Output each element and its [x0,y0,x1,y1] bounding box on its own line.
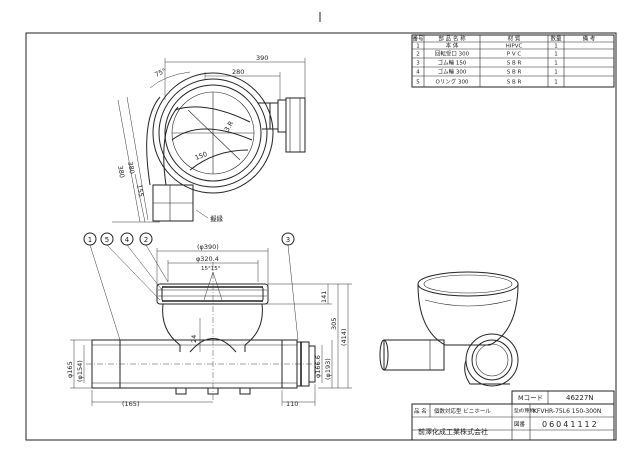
dim-165: (165) [122,400,139,408]
r-label: 3.R [223,119,236,133]
svg-text:HIPVC: HIPVC [506,44,523,50]
table-row: 4 ゴム輪 300 S B R 1 [416,68,558,76]
dim-phi165: φ165 [66,361,74,378]
drawing-frame [25,32,617,441]
drawing-label: 図番 [514,421,526,428]
svg-text:5: 5 [416,80,420,86]
svg-text:S B R: S B R [507,61,522,67]
name-value: 個数対応型 ビニホール [434,407,491,415]
svg-text:1: 1 [554,44,558,50]
dim-390: 390 [256,54,268,62]
code-label: Mコード [518,394,543,402]
perspective-view [379,271,519,387]
svg-text:1: 1 [554,80,558,86]
svg-text:回転受口 300: 回転受口 300 [435,50,470,58]
svg-text:5: 5 [105,236,109,244]
title-block: Mコード 46227N 品 名 個数対応型 ビニホール 型式(種類) KFVHR… [411,390,615,441]
dim-305: 305 [330,318,338,330]
svg-text:1: 1 [554,61,558,67]
name-label: 品 名 [414,407,427,415]
dim-phi193: (φ193) [324,358,332,380]
dim-phi154: (φ154) [76,360,84,382]
svg-text:1: 1 [554,70,558,76]
svg-text:2: 2 [416,52,420,58]
plan-view: 3.R 150 390 280 75° 380 38 [112,54,306,223]
svg-text:4: 4 [416,70,420,76]
table-header-material: 材 質 [508,35,521,43]
dim-280: 280 [232,68,244,76]
table-row: 5 Oリング 300 S B R 1 [416,78,558,86]
svg-text:S B R: S B R [507,80,522,86]
table-header-qty: 数量 [550,35,562,43]
svg-text:2: 2 [144,236,148,244]
balloon: 2 [139,232,153,246]
model-value: KFVHR-75L6 150-300N [533,408,601,415]
dim-phi320: φ320.4 [196,255,219,263]
dim-phi390: (φ390) [197,243,219,251]
dim-155: 155 [135,184,145,198]
bracket-label: 擬縁 [210,214,224,223]
angle-15-15: 15°15° [201,266,221,272]
table-row: 1 本 体 HIPVC 1 [416,42,558,50]
svg-text:1: 1 [88,236,92,244]
table-row: 3 ゴム輪 150 S B R 1 [416,59,558,67]
table-row: 2 回転受口 300 P V C 1 [416,50,558,58]
dim-phi166: φ166.6 [314,355,322,378]
table-header-remarks: 備 考 [583,35,596,43]
dim-414: (414) [340,329,348,346]
company-name: 前澤化成工業株式会社 [418,427,488,436]
parts-table: 番号 部 品 名 称 材 質 数量 備 考 1 本 体 HIPVC 1 2 回転… [411,34,615,88]
svg-text:1: 1 [416,44,420,50]
svg-text:Oリング 300: Oリング 300 [435,78,469,86]
svg-text:本 体: 本 体 [446,42,459,50]
dim-380-a: 380 [116,165,126,179]
svg-text:3: 3 [416,61,420,67]
svg-text:4: 4 [125,236,130,244]
svg-text:1: 1 [554,52,558,58]
section-view: 1 5 4 2 3 (φ390) φ320.4 1 [66,232,352,408]
svg-text:ゴム輪 300: ゴム輪 300 [438,68,467,76]
table-header-name: 部 品 名 称 [438,35,466,43]
dim-110: 110 [286,400,298,408]
dim-150-plan: 150 [194,150,208,162]
svg-text:P V C: P V C [507,52,522,58]
model-label: 型式(種類) [514,407,536,414]
svg-text:ゴム輪 150: ゴム輪 150 [438,59,467,67]
dim-141: 141 [320,291,328,303]
svg-text:S B R: S B R [507,70,522,76]
balloon: 5 [100,232,114,246]
table-header-no: 番号 [412,36,424,43]
code-value: 46227N [566,394,594,402]
dim-380-b: 380 [126,161,136,175]
balloon: 3 [281,232,295,246]
balloon: 1 [83,232,97,246]
svg-text:3: 3 [286,236,290,244]
balloon: 4 [120,232,134,246]
drawing-value: 06041112 [542,420,599,429]
dim-24: 24 [190,335,198,343]
